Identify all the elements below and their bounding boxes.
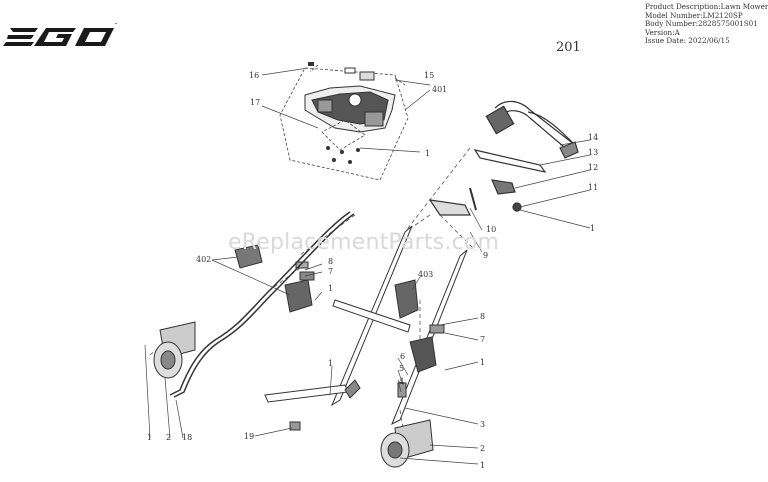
callout-1c: 1 xyxy=(328,284,333,293)
callout-1e: 1 xyxy=(328,359,333,368)
callout-15: 15 xyxy=(424,71,434,80)
callout-402: 402 xyxy=(196,255,211,264)
callout-8b: 8 xyxy=(480,312,485,321)
description-line: Issue Date: 2022/06/15 xyxy=(645,36,730,46)
callout-5: 5 xyxy=(399,364,404,373)
callout-10: 10 xyxy=(486,225,496,234)
ego-logo: ™ xyxy=(3,22,118,46)
description-line: Body Number:2828575001S01 xyxy=(645,19,758,29)
callout-4: 4 xyxy=(399,377,404,386)
callout-1g: 1 xyxy=(147,433,152,442)
callout-16: 16 xyxy=(249,71,259,80)
svg-text:™: ™ xyxy=(114,22,118,27)
page-number: 201 xyxy=(556,40,581,55)
small-parts-401 xyxy=(308,62,375,164)
callout-1a: 1 xyxy=(425,149,430,158)
callout-403: 403 xyxy=(418,270,433,279)
callout-1b: 1 xyxy=(590,224,595,233)
callout-7a: 7 xyxy=(328,267,333,276)
description-line: Version:A xyxy=(645,27,680,37)
cable xyxy=(169,211,355,398)
left-bracket-402 xyxy=(234,244,315,313)
callout-18: 18 xyxy=(182,433,192,442)
callout-17: 17 xyxy=(250,98,260,107)
callout-7b: 7 xyxy=(480,335,485,344)
group-401-outline xyxy=(279,64,409,181)
callout-401: 401 xyxy=(432,85,447,94)
handle-bar xyxy=(428,100,579,216)
parts-diagram: ™ xyxy=(3,22,598,470)
callout-12: 12 xyxy=(588,163,598,172)
watermark: eReplacementParts.com xyxy=(228,230,500,255)
callout-3: 3 xyxy=(480,420,485,429)
callout-6: 6 xyxy=(400,352,405,361)
callout-2a: 2 xyxy=(480,444,485,453)
product-description: Product Description:Lawn Mower Model Num… xyxy=(645,2,768,46)
callout-13: 13 xyxy=(588,148,598,157)
callout-9: 9 xyxy=(483,251,488,260)
callout-2b: 2 xyxy=(166,433,171,442)
callout-leaders xyxy=(144,67,591,465)
left-wheel xyxy=(153,321,196,379)
description-line: Model Number:LM2120SP xyxy=(645,10,743,20)
description-line: Product Description:Lawn Mower xyxy=(645,2,768,11)
callout-labels: 16 15 401 17 1 14 13 12 11 1 10 9 402 8 … xyxy=(147,71,598,470)
control-box-401 xyxy=(304,85,396,133)
handle-tubes xyxy=(264,225,468,426)
callout-8a: 8 xyxy=(328,257,333,266)
callout-19: 19 xyxy=(244,432,254,441)
right-bracket-403 xyxy=(394,279,445,373)
callout-1d: 1 xyxy=(480,358,485,367)
callout-14: 14 xyxy=(588,133,598,142)
callout-11: 11 xyxy=(588,183,598,192)
callout-1f: 1 xyxy=(480,461,485,470)
